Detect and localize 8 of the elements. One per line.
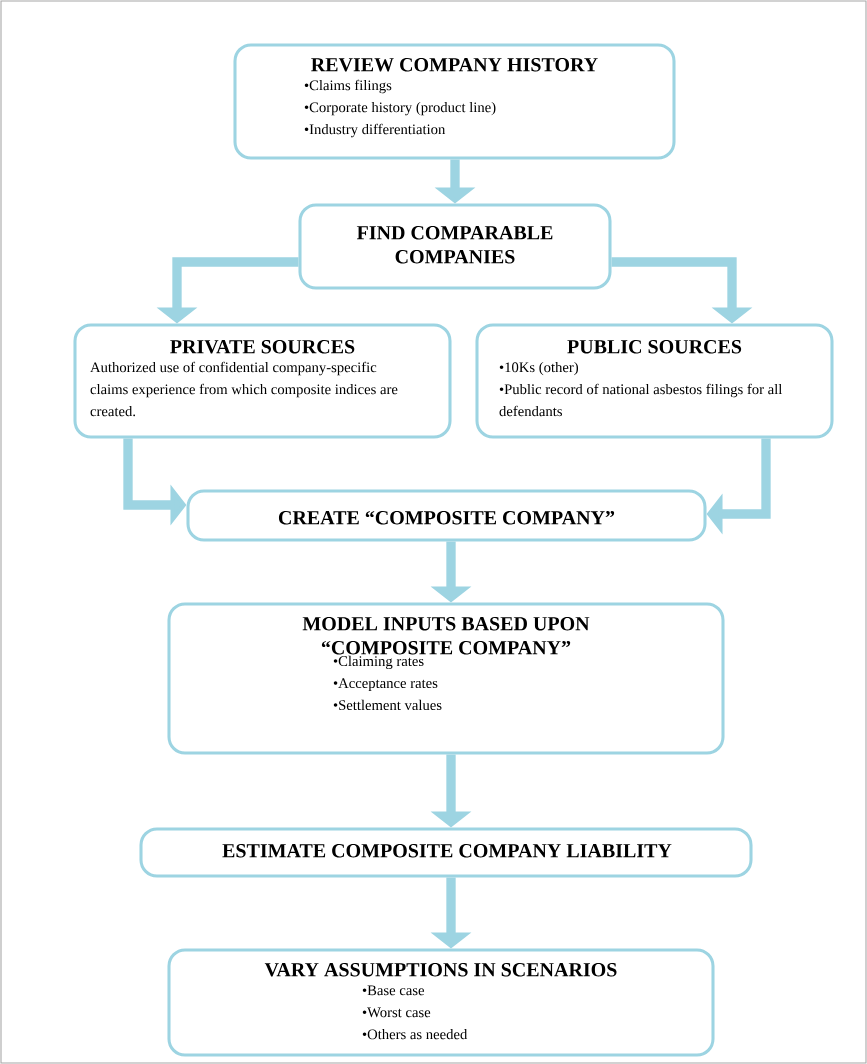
process-box: REVIEW COMPANY HISTORY •Claims filings •Corporate history (product line) •Industry differentiation [233, 43, 676, 160]
process-box: FIND COMPARABLE COMPANIES [298, 203, 612, 290]
process-box: PRIVATE SOURCES Authorized use of confidential company-specific claims experience from which composite indices are created. [73, 323, 452, 439]
process-box: VARY ASSUMPTIONS IN SCENARIOS •Base case •Worst case •Others as needed [167, 948, 715, 1057]
process-box: MODEL INPUTS BASED UPON “COMPOSITE COMPANY” •Claiming rates •Acceptance rates •Settlement values [167, 602, 725, 755]
process-box: CREATE “COMPOSITE COMPANY” [186, 489, 707, 542]
process-box: ESTIMATE COMPOSITE COMPANY LIABILITY [139, 827, 753, 878]
process-box: PUBLIC SOURCES •10Ks (other) •Public record of national asbestos filings for all defendants [475, 323, 834, 439]
